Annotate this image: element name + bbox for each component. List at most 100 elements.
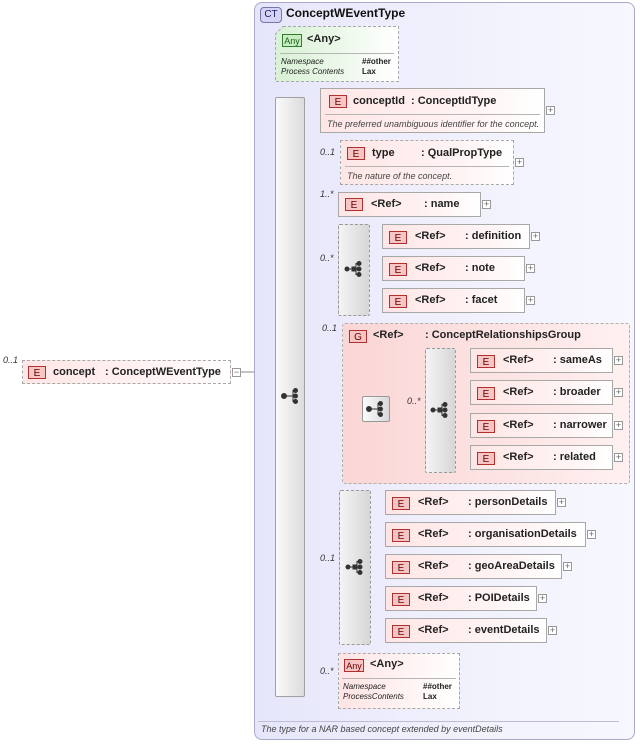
- choice-icon: [430, 402, 448, 418]
- expand-button[interactable]: +: [614, 387, 623, 397]
- element-badge: E: [345, 198, 363, 211]
- element-badge: E: [329, 95, 347, 108]
- namespace-value: ##other: [362, 57, 391, 66]
- element-persondetails[interactable]: E <Ref> : personDetails: [385, 490, 556, 515]
- ref-label: <Ref>: [503, 419, 534, 431]
- process-contents-value: Lax: [423, 692, 437, 701]
- divider: [342, 678, 456, 679]
- root-element-concept[interactable]: E concept : ConceptWEventType: [22, 360, 231, 384]
- element-badge: E: [28, 366, 46, 379]
- ref-name: : POIDetails: [468, 592, 530, 604]
- expand-button[interactable]: +: [482, 199, 491, 209]
- ct-badge: CT: [260, 7, 282, 23]
- any-bottom-cardinality: 0..*: [320, 666, 334, 676]
- element-narrower[interactable]: E <Ref> : narrower: [470, 413, 613, 438]
- complex-type-documentation: The type for a NAR based concept extende…: [261, 724, 503, 734]
- group-name: : ConceptRelationshipsGroup: [425, 329, 581, 341]
- expand-button[interactable]: +: [587, 529, 596, 539]
- element-definition[interactable]: E <Ref> : definition: [382, 224, 530, 249]
- namespace-label: Namespace: [281, 57, 324, 66]
- element-badge: E: [477, 355, 495, 368]
- divider: [325, 114, 540, 115]
- element-broader[interactable]: E <Ref> : broader: [470, 380, 613, 405]
- expand-button[interactable]: +: [614, 452, 623, 462]
- expand-button[interactable]: +: [538, 593, 547, 603]
- element-type: : ConceptWEventType: [105, 366, 221, 378]
- element-geoareadetails[interactable]: E <Ref> : geoAreaDetails: [385, 554, 562, 579]
- group-choice-cardinality: 0..*: [407, 396, 421, 406]
- element-badge: E: [477, 387, 495, 400]
- divider: [280, 53, 394, 54]
- element-name: type: [372, 147, 395, 159]
- element-badge: E: [392, 625, 410, 638]
- ref-label: <Ref>: [415, 294, 446, 306]
- ref-label: <Ref>: [418, 624, 449, 636]
- any-label: <Any>: [307, 33, 341, 45]
- element-name: concept: [53, 366, 96, 378]
- element-badge: E: [347, 147, 365, 160]
- process-contents-value: Lax: [362, 67, 376, 76]
- expand-button[interactable]: +: [526, 295, 535, 305]
- sequence-icon: [366, 401, 383, 417]
- expand-button[interactable]: +: [546, 105, 555, 115]
- expand-button[interactable]: +: [526, 263, 535, 273]
- ref-name: : facet: [465, 294, 498, 306]
- expand-button[interactable]: +: [614, 420, 623, 430]
- any-badge: Any: [344, 659, 364, 672]
- group-cardinality: 0..1: [322, 323, 338, 333]
- type-cardinality: 0..1: [320, 147, 336, 157]
- expand-button[interactable]: +: [614, 355, 623, 365]
- process-contents-label: ProcessContents: [343, 692, 404, 701]
- element-badge: E: [392, 593, 410, 606]
- ref-name: : name: [424, 198, 460, 210]
- any-label: <Any>: [370, 658, 404, 670]
- namespace-label: Namespace: [343, 682, 386, 691]
- element-documentation: The preferred unambiguous identifier for…: [327, 119, 540, 129]
- element-poidetails[interactable]: E <Ref> : POIDetails: [385, 586, 537, 611]
- element-badge: E: [392, 497, 410, 510]
- expand-button[interactable]: +: [548, 625, 557, 635]
- expand-button[interactable]: +: [531, 231, 540, 241]
- expand-button[interactable]: +: [515, 157, 524, 167]
- namespace-value: ##other: [423, 682, 452, 691]
- ref-label: <Ref>: [503, 386, 534, 398]
- element-badge: E: [477, 452, 495, 465]
- any-top-box[interactable]: [275, 26, 399, 82]
- name-cardinality: 1..*: [320, 189, 334, 199]
- ref-label: <Ref>: [503, 451, 534, 463]
- element-badge: E: [389, 295, 407, 308]
- collapse-button[interactable]: −: [232, 367, 241, 377]
- ref-name: : narrower: [553, 419, 607, 431]
- expand-button[interactable]: +: [563, 561, 572, 571]
- element-note[interactable]: E <Ref> : note: [382, 256, 525, 281]
- element-badge: E: [389, 263, 407, 276]
- element-type: : ConceptIdType: [411, 95, 497, 107]
- ref-label: <Ref>: [418, 496, 449, 508]
- ref-name: : personDetails: [468, 496, 548, 508]
- element-related[interactable]: E <Ref> : related: [470, 445, 613, 470]
- choice-compositor[interactable]: [339, 490, 371, 645]
- ref-name: : sameAs: [553, 354, 602, 366]
- element-badge: E: [477, 420, 495, 433]
- ref-name: : organisationDetails: [468, 528, 577, 540]
- element-badge: E: [392, 561, 410, 574]
- element-conceptid[interactable]: E conceptId : ConceptIdType The preferre…: [320, 88, 545, 133]
- ref-name: : broader: [553, 386, 601, 398]
- choice-icon: [345, 559, 363, 575]
- ref-label: <Ref>: [503, 354, 534, 366]
- ref-label: <Ref>: [415, 262, 446, 274]
- element-sameas[interactable]: E <Ref> : sameAs: [470, 348, 613, 373]
- element-eventdetails[interactable]: E <Ref> : eventDetails: [385, 618, 547, 643]
- sequence-icon: [281, 388, 298, 404]
- group-badge: G: [349, 330, 367, 343]
- sequence-compositor[interactable]: [275, 97, 305, 697]
- element-name-ref[interactable]: E <Ref> : name: [338, 192, 481, 217]
- complex-type-title: ConceptWEventType: [286, 6, 406, 20]
- element-name: conceptId: [353, 95, 405, 107]
- element-organisationdetails[interactable]: E <Ref> : organisationDetails: [385, 522, 586, 547]
- element-type[interactable]: E type : QualPropType The nature of the …: [340, 140, 514, 185]
- element-type-ref: : QualPropType: [421, 147, 503, 159]
- choice2-cardinality: 0..1: [320, 553, 336, 563]
- element-facet[interactable]: E <Ref> : facet: [382, 288, 525, 313]
- expand-button[interactable]: +: [557, 497, 566, 507]
